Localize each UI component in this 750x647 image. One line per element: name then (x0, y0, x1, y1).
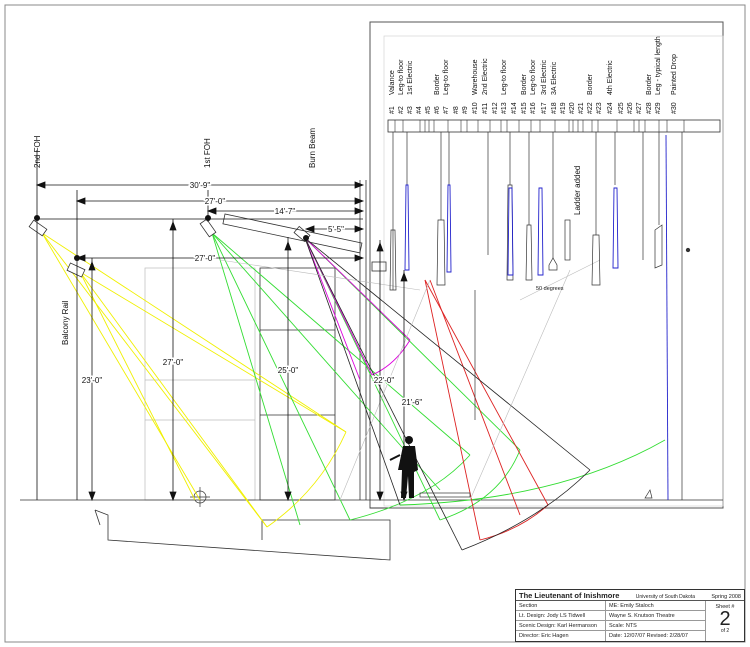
master-electrician: ME: Emily Staloch (606, 601, 706, 611)
lineset-label: Border (434, 73, 441, 95)
label-burn-beam: Burn Beam (308, 128, 317, 168)
lineset-number: #4 (416, 106, 423, 114)
lineset-number: #12 (492, 102, 499, 114)
lineset-number: #2 (398, 106, 405, 114)
lineset-label: Leg-to floor (530, 59, 537, 95)
label-balcony-rail: Balcony Rail (61, 300, 70, 345)
red-beams (424, 279, 549, 541)
lineset-number: #28 (646, 102, 653, 114)
lineset-number: #20 (569, 102, 576, 114)
label-ladder-added: Ladder added (573, 166, 582, 215)
sheet-number-box: Sheet # 2 of 2 (706, 601, 744, 641)
sheet-of: of 2 (720, 628, 730, 634)
dates: Date: 12/07/07 Revised: 2/28/07 (606, 631, 706, 641)
lineset-number: #23 (596, 102, 603, 114)
lineset-label: Leg-to floor (501, 59, 508, 95)
lineset-label: Leg - typical length (655, 36, 662, 95)
dimension-labels: 30'-9" 27'-0" 14'-7" 5'-5" 27'-0" 23'-0"… (80, 180, 424, 409)
lineset-number: #30 (671, 102, 678, 114)
lineset-label: Leg-to floor (443, 59, 450, 95)
lineset-number: #15 (521, 102, 528, 114)
lineset-number: #21 (578, 102, 585, 114)
dim-27-0-lower: 27'-0" (195, 254, 216, 263)
lineset-number: #16 (530, 102, 537, 114)
stage-props (419, 489, 653, 499)
lineset-number: #9 (462, 106, 469, 114)
title-block: The Lieutenant of Inishmore University o… (515, 589, 745, 642)
lineset-number: #8 (453, 106, 460, 114)
lineset-label: 3A Electric (551, 61, 558, 95)
lineset-number: #17 (541, 102, 548, 114)
lineset-label: Warehouse (472, 59, 479, 95)
lineset-label: 1st Electric (407, 60, 414, 95)
house-outline (144, 267, 256, 501)
yellow-beams (41, 232, 347, 528)
blue-pipes (404, 134, 669, 501)
lineset-label: 3rd Electric (541, 59, 548, 95)
label-1st-foh: 1st FOH (203, 138, 212, 168)
lineset-number: #25 (618, 102, 625, 114)
scenic-designer: Scenic Design: Karl Hermanson (516, 621, 606, 631)
lineset-number: #14 (511, 102, 518, 114)
lighting-designer: Lt. Design: Jody LS Tidwell (516, 611, 606, 621)
lineset-label: Border (587, 73, 594, 95)
dim-30-9: 30'-9" (190, 181, 211, 190)
lineset-label: Leg-to floor (398, 59, 405, 95)
grey-beams (219, 259, 601, 501)
dim-27-0-upper: 27'-0" (205, 197, 226, 206)
lineset-label: Painted Drop (671, 54, 678, 95)
semester: Spring 2008 (711, 594, 741, 600)
dim-25-0: 25'-0" (278, 366, 299, 375)
label-2nd-foh: 2nd FOH (33, 135, 42, 168)
lineset-number: #29 (655, 102, 662, 114)
lineset-number: #5 (425, 106, 432, 114)
show-title: The Lieutenant of Inishmore (519, 591, 620, 600)
lineset-number: #3 (407, 106, 414, 114)
sheet-label: Sheet # (715, 604, 735, 610)
lineset-number: #1 (389, 106, 396, 114)
scale: Scale: NTS (606, 621, 706, 631)
lineset-label: Border (521, 73, 528, 95)
lineset-number: #10 (472, 102, 479, 114)
lineset-label: 4th Electric (607, 60, 614, 95)
dim-23-0: 23'-0" (82, 376, 103, 385)
hanging-fixtures (389, 132, 691, 500)
human-figure (389, 436, 418, 498)
lineset-label: Border (646, 73, 653, 95)
dim-27-0-vertical: 27'-0" (163, 358, 184, 367)
dim-21-6: 21'-6" (402, 398, 423, 407)
dim-5-5: 5'-5" (328, 225, 344, 234)
position-labels: 2nd FOH 1st FOH Burn Beam Balcony Rail L… (33, 128, 582, 345)
lineset-number: #24 (607, 102, 614, 114)
lineset-number: #18 (551, 102, 558, 114)
lineset-number: #7 (443, 106, 450, 114)
dim-14-7: 14'-7" (275, 207, 296, 216)
lineset-rail (387, 119, 721, 133)
title-row: The Lieutenant of Inishmore University o… (516, 590, 744, 601)
green-beams (211, 232, 666, 526)
dim-22-0: 22'-0" (374, 376, 395, 385)
pipe-points (34, 215, 309, 261)
lineset-ticks (394, 120, 685, 132)
university: University of South Dakota (635, 594, 695, 600)
label-50-degrees: 50 degrees (536, 286, 564, 292)
lineset-label: Valance (389, 70, 396, 95)
lineset-number: #22 (587, 102, 594, 114)
lineset-number: #11 (482, 103, 489, 114)
lineset-number: #26 (627, 102, 634, 114)
sheet-border (4, 4, 746, 643)
lineset-number: #27 (636, 102, 643, 114)
lineset-label: 2nd Electric (482, 58, 489, 95)
lineset-number: #6 (434, 106, 441, 114)
lineset-number: #19 (560, 102, 567, 114)
sheet-number: 2 (719, 608, 731, 630)
section-label: Section (516, 601, 606, 611)
lineset-number: #13 (501, 102, 508, 114)
theatre: Wayne S. Knutson Theatre (606, 611, 706, 621)
director: Director: Eric Hagen (516, 631, 606, 641)
